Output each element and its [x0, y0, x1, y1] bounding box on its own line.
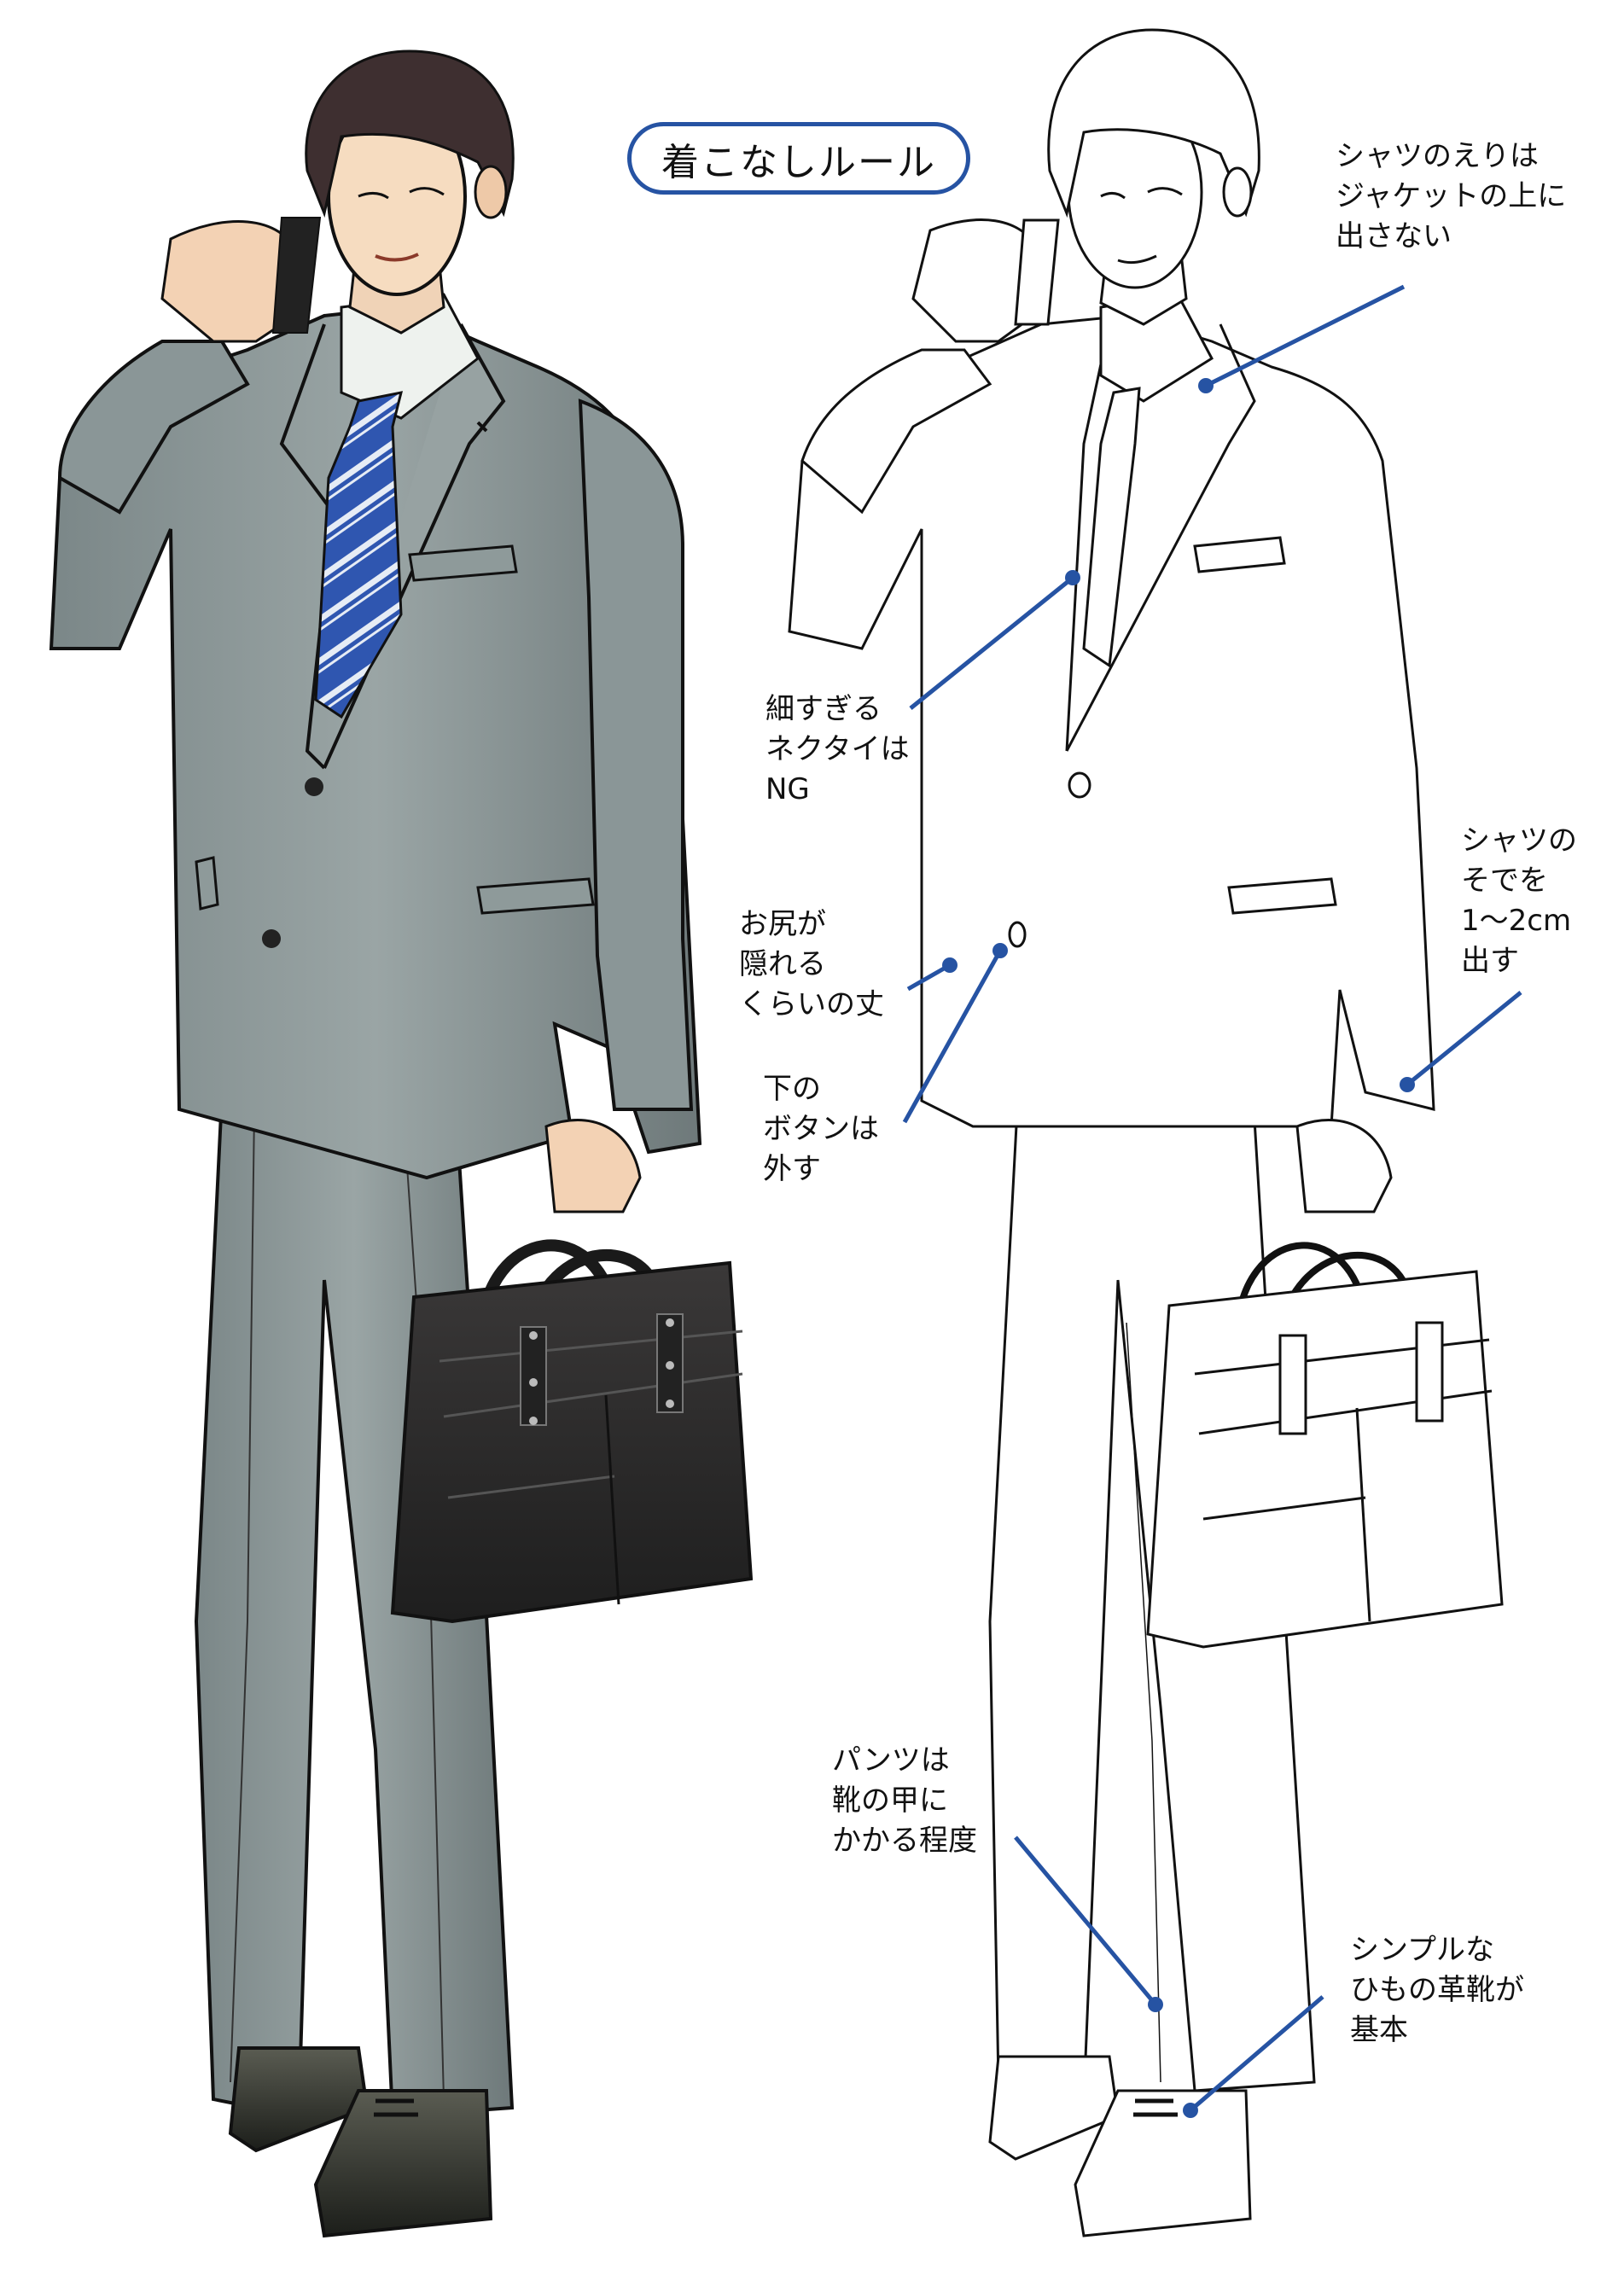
lineart-narrow-tie [1082, 387, 1141, 668]
jacket-button-bottom [262, 929, 281, 948]
note-tie: 細すぎる ネクタイは NG [765, 692, 910, 806]
colored-figure [49, 49, 754, 2238]
lineart-shoes [988, 2055, 1252, 2237]
lineart-button-top [1068, 771, 1091, 799]
note-jacket-length: お尻が 隠れる くらいの丈 [739, 907, 884, 1021]
leader-dot-icon [1148, 1997, 1163, 2012]
leader-line-collar [1198, 284, 1406, 393]
leader-line-cuff [1400, 991, 1522, 1092]
note-cuff: シャツの そでを 1〜2cm 出す [1461, 823, 1577, 978]
colored-briefcase [390, 1239, 754, 1624]
leader-dot-icon [1183, 2103, 1198, 2118]
leader-line-shoes [1183, 1995, 1324, 2118]
lineart-button-bottom [1008, 921, 1027, 948]
lineart-figure [788, 28, 1504, 2237]
title-badge: 着こなしルール [627, 122, 970, 195]
note-bottom-button: 下の ボタンは 外す [763, 1072, 879, 1186]
colored-hair [305, 49, 515, 218]
colored-pants [194, 920, 515, 2119]
leader-dot-icon [992, 943, 1008, 958]
note-shoes: シンプルな ひもの革靴が 基本 [1350, 1933, 1524, 2047]
colored-jacket [49, 305, 702, 1180]
phone-icon [271, 217, 322, 334]
leader-dot-icon [1198, 378, 1214, 393]
leader-line-button [902, 943, 1008, 1124]
colored-shoes [228, 2046, 493, 2238]
lineart-hair [1047, 28, 1260, 218]
leader-dot-icon [1065, 570, 1080, 585]
leader-dot-icon [942, 957, 958, 973]
page-title: 着こなしルール [661, 140, 936, 184]
leader-line-tie [909, 570, 1080, 710]
lineart-briefcase [1146, 1242, 1504, 1649]
note-pants-length: パンツは 靴の甲に かかる程度 [832, 1743, 977, 1858]
lineart-hand-on-phone [911, 218, 1047, 343]
leader-line-length [906, 957, 958, 992]
leader-line-pants [1014, 1836, 1163, 2012]
colored-striped-tie [314, 391, 404, 719]
leader-dot-icon [1400, 1077, 1415, 1092]
jacket-button-top [305, 777, 323, 796]
note-collar: シャツのえりは ジャケットの上に 出さない [1336, 139, 1567, 253]
